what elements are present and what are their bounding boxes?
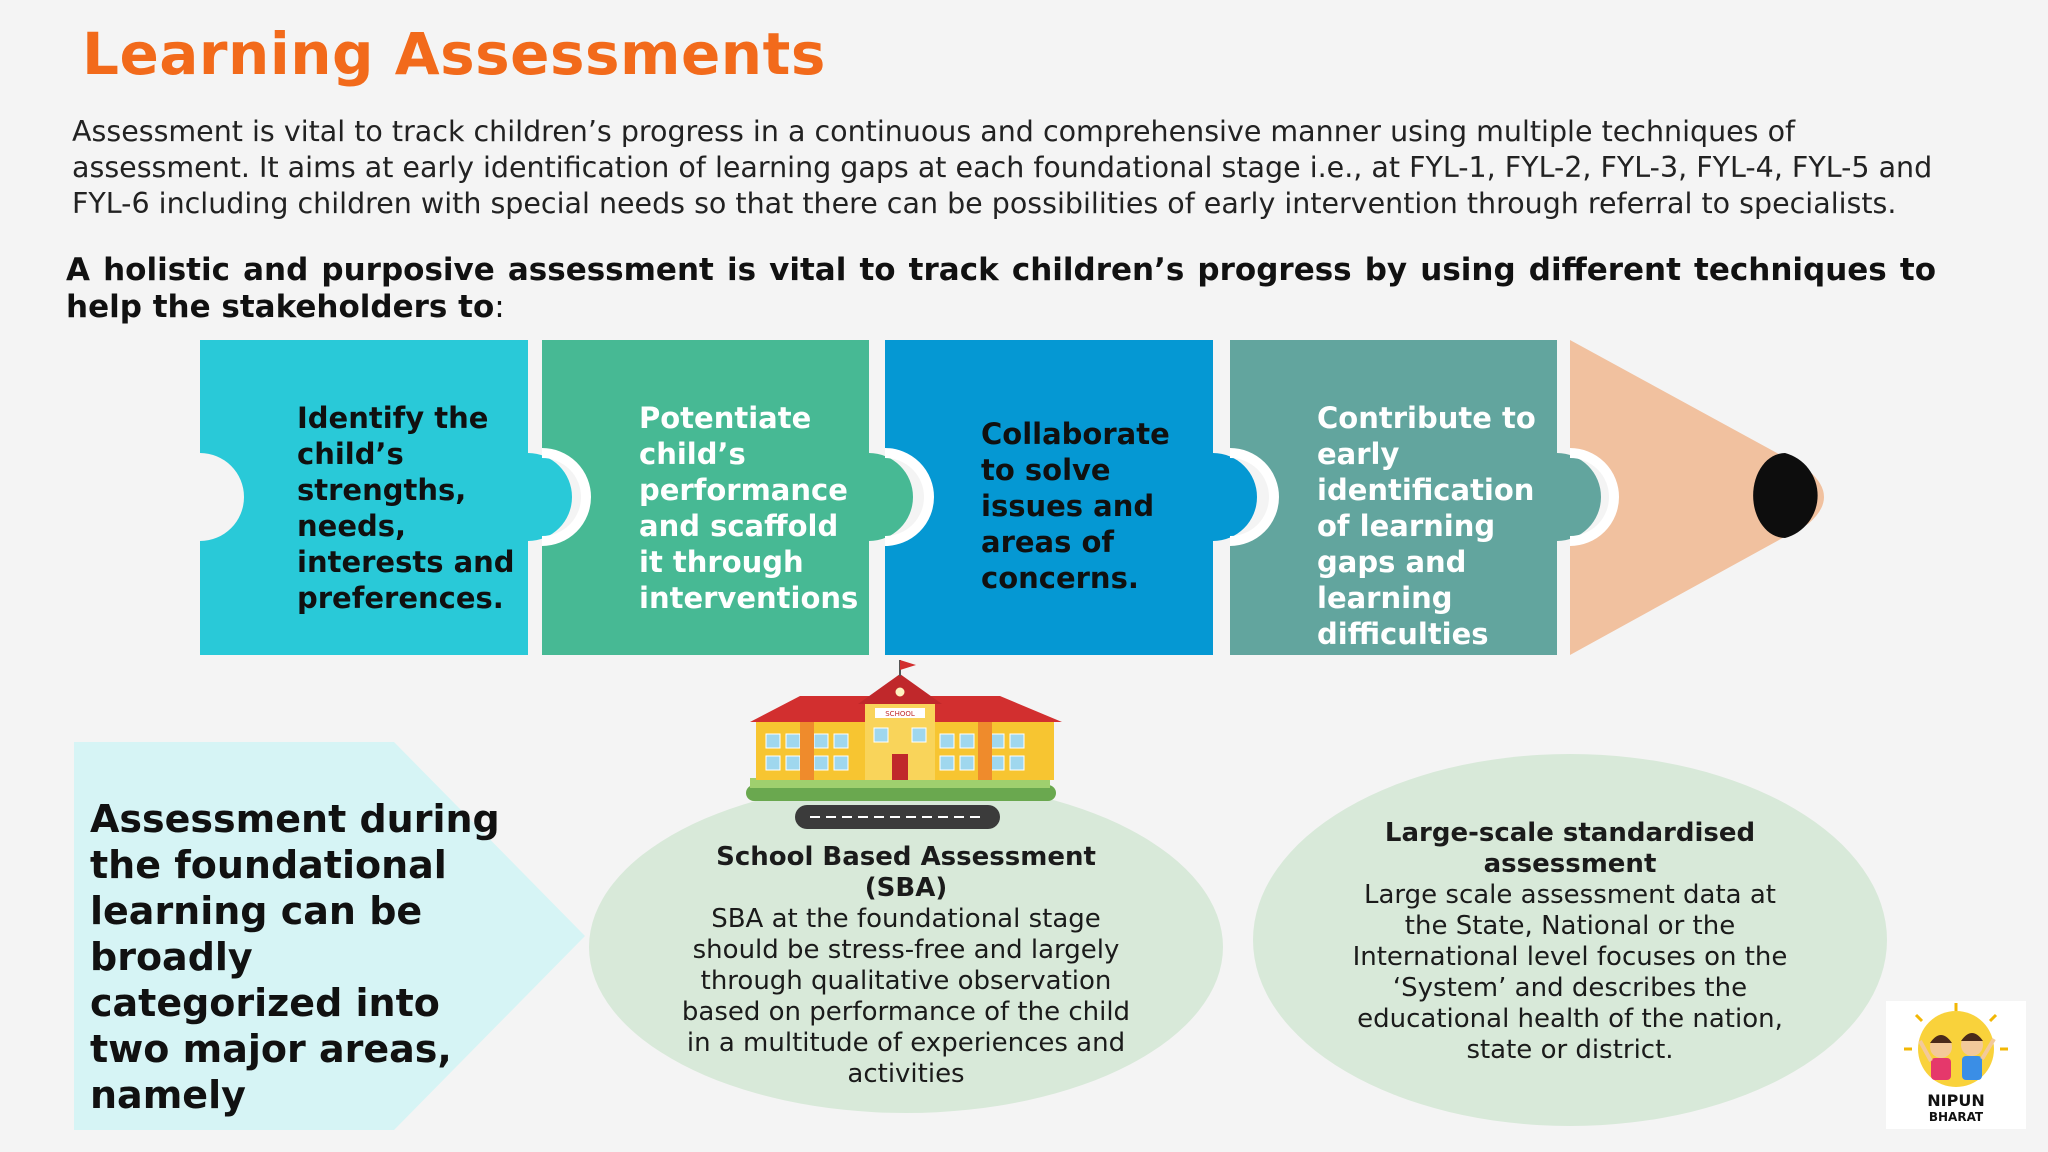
logo-graphic: NIPUN BHARAT (1904, 1003, 2008, 1124)
knob-outline-4 (1569, 448, 1619, 546)
puzzle-text-4: Contribute to early identification of le… (1317, 401, 1536, 651)
sba-oval (589, 781, 1223, 1113)
puzzle-piece-3 (885, 340, 1257, 655)
puzzle-text-1: Identify the child’s strengths, needs, i… (297, 401, 515, 615)
puzzle-text-1-wrap: Identify the child’s strengths, needs, i… (297, 400, 527, 616)
puzzle-text-2-wrap: Potentiate child’s performance and scaff… (639, 400, 864, 616)
puzzle-text-4-wrap: Contribute to early identification of le… (1317, 400, 1552, 652)
summary-arrow (74, 742, 585, 1130)
puzzle-text-2: Potentiate child’s performance and scaff… (639, 401, 859, 615)
nipun-bharat-logo: NIPUN BHARAT (1886, 1001, 2026, 1129)
lead-main: A holistic and purposive assessment is v… (66, 252, 1936, 325)
intro-paragraph: Assessment is vital to track children’s … (72, 115, 1933, 220)
lsa-heading: Large-scale standardised assessment (1384, 818, 1756, 879)
lsa-body: Large scale assessment data at the State… (1352, 880, 1788, 1065)
lead-colon: : (494, 289, 505, 325)
summary-text: Assessment during the foundational learn… (90, 797, 500, 1117)
school-sign: SCHOOL (885, 710, 915, 718)
sba-body: SBA at the foundational stage should be … (681, 904, 1131, 1089)
lead-statement: A holistic and purposive assessment is v… (66, 252, 1936, 326)
puzzle-piece-1 (200, 340, 572, 655)
logo-line-2: BHARAT (1929, 1110, 1984, 1124)
puzzle-piece-4 (1230, 340, 1601, 655)
puzzle-piece-2 (542, 340, 913, 655)
knob-outline-1 (541, 448, 591, 546)
sba-text-block: School Based Assessment (SBA) SBA at the… (680, 842, 1132, 1090)
page-title: Learning Assessments (82, 20, 826, 88)
knob-outline-2 (884, 448, 934, 546)
sba-heading: School Based Assessment (SBA) (716, 842, 1096, 903)
pencil-tip (1753, 453, 1818, 538)
logo-line-1: NIPUN (1927, 1091, 1984, 1110)
puzzle-text-3-wrap: Collaborate to solve issues and areas of… (981, 416, 1181, 596)
lsa-oval (1253, 754, 1887, 1126)
lsa-text-block: Large-scale standardised assessment Larg… (1352, 818, 1788, 1066)
school-building-icon: SCHOOL (746, 660, 1062, 829)
knob-outline-3 (1229, 448, 1279, 546)
pencil-wood (1570, 340, 1824, 655)
puzzle-text-3: Collaborate to solve issues and areas of… (981, 417, 1170, 595)
